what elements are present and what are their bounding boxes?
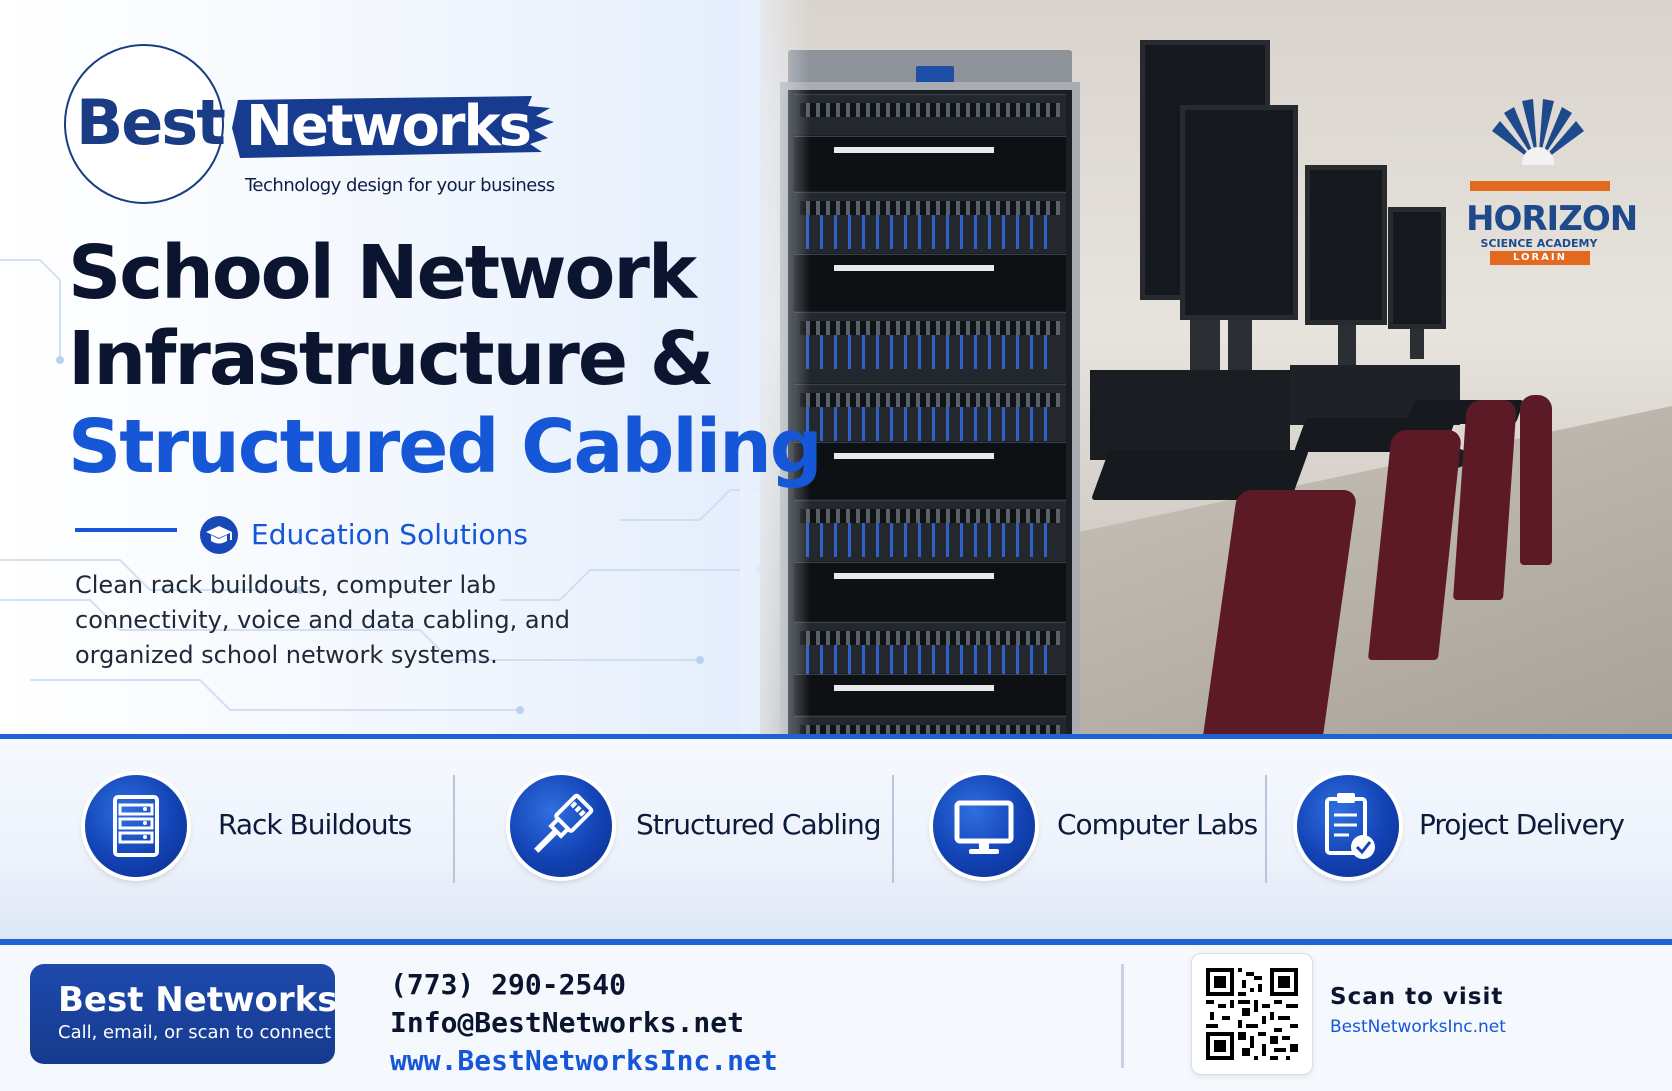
education-solutions-label: Education Solutions [251,518,528,551]
sunburst-icon [1492,99,1584,165]
patch-panel [794,312,1066,383]
cable-manager [794,254,1066,311]
logo-networks-text: Networks [246,94,532,159]
server-rack-icon [85,775,187,877]
clipboard-check-icon [1297,775,1399,877]
logo-brush-stroke [232,96,554,158]
sign-subtitle: SCIENCE ACADEMY [1480,237,1598,250]
cable-manager [794,562,1066,621]
qr-code-icon [1206,968,1298,1060]
feature-computer-labs: Computer Labs [1057,808,1258,841]
band-top-rule [0,734,1672,739]
monitor-stand [1338,325,1356,365]
email-link[interactable]: Info@BestNetworks.net [390,1006,745,1039]
headline-line-1: School Network [68,230,697,316]
cable-manager [794,136,1066,191]
lab-chair [1520,395,1552,565]
sign-location: LORAIN [1490,251,1590,265]
lab-monitor [1180,105,1298,320]
phone-link[interactable]: (773) 290-2540 [390,968,627,1001]
feature-divider [892,775,894,883]
monitor-icon [933,775,1035,877]
lab-monitor [1388,207,1446,329]
footer-divider [1121,964,1124,1068]
logo-best-text: Best [76,86,226,159]
accent-rule [75,528,177,532]
company-name: Best Networks Inc [58,980,335,1020]
feature-divider [1265,775,1267,883]
website-link[interactable]: www.BestNetworksInc.net [390,1044,778,1077]
logo-tagline: Technology design for your business [245,175,555,196]
photo-edge-fade [740,0,810,735]
server-rack [780,82,1080,735]
horizon-academy-sign: HORIZON SCIENCE ACADEMY LORAIN [1466,95,1638,275]
headline-line-2: Infrastructure & [68,316,714,402]
graduation-cap-icon [200,516,238,554]
sign-name: HORIZON [1466,199,1638,239]
patch-panel [794,622,1066,679]
feature-project-delivery: Project Delivery [1419,808,1625,841]
qr-code[interactable] [1191,953,1313,1075]
feature-divider [453,775,455,883]
ethernet-cable-icon [510,775,612,877]
scan-title: Scan to visit [1330,984,1504,1010]
company-cta: Call, email, or scan to connect [58,1022,332,1043]
logo-circle [64,44,224,204]
hero-section: HORIZON SCIENCE ACADEMY LORAIN Best Netw… [0,0,1672,735]
lab-monitor [1305,165,1387,325]
patch-panel [794,716,1066,735]
patch-panel [794,94,1066,135]
monitor-stand [1410,329,1424,359]
feature-rack-buildouts: Rack Buildouts [218,808,412,841]
server-room-photo: HORIZON SCIENCE ACADEMY LORAIN [760,0,1672,735]
patch-panel [794,192,1066,253]
cable-manager [794,442,1066,499]
band-bottom-rule [0,939,1672,945]
company-pill: Best Networks Inc Call, email, or scan t… [30,964,335,1064]
feature-structured-cabling: Structured Cabling [636,808,881,841]
cable-manager [794,674,1066,715]
rack-badge [916,66,954,84]
patch-panel [794,500,1066,561]
headline-line-3: Structured Cabling [68,404,823,490]
monitor-stand [1228,320,1252,370]
pc-tower [1090,370,1290,460]
circuit-background-graphic [0,259,790,714]
scan-url-link[interactable]: BestNetworksInc.net [1330,1017,1506,1037]
patch-panel [794,384,1066,441]
hero-description: Clean rack buildouts, computer lab conne… [75,571,571,669]
